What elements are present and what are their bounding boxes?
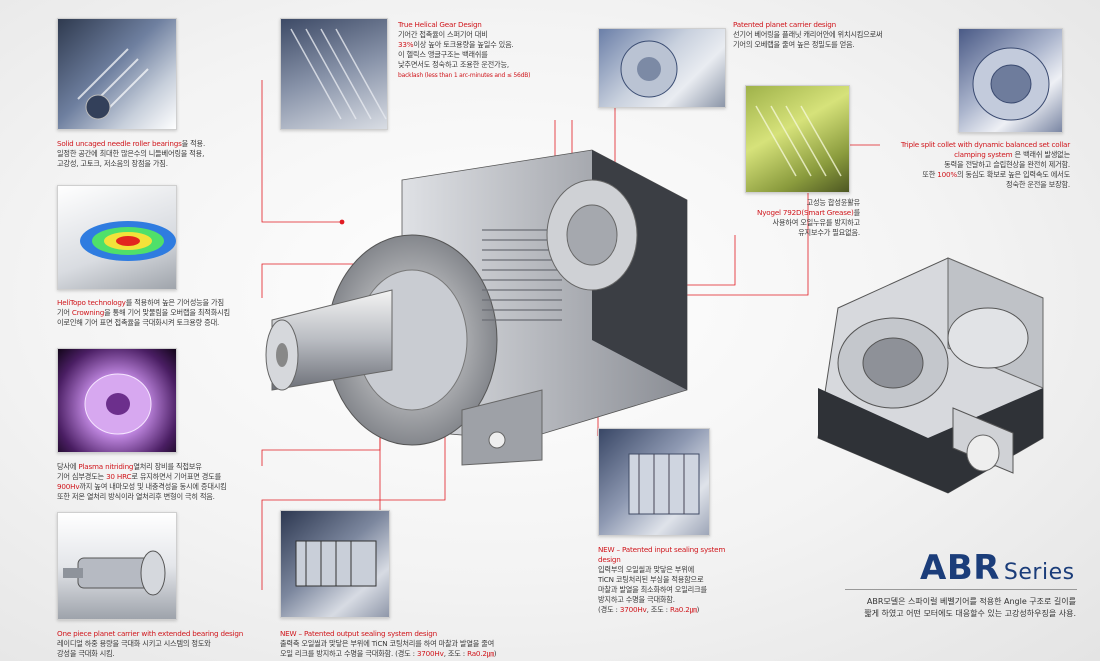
caption-line: 출력축 오일씰과 맞닿은 부위에 TiCN 코팅처리를 하여 마찰과 발열을 줄… (280, 639, 495, 648)
caption-highlight: 3700Hv (416, 649, 444, 658)
series-desc-line: ABR모델은 스파이럴 베벨기어를 적용한 Angle 구조로 길이를 (866, 597, 1076, 606)
needle-bearing-image (57, 18, 177, 130)
helitopo-caption: HeliTopo technology를 적용하여 높은 기어성능을 가짐 기어… (57, 298, 262, 328)
series-description: ABR모델은 스파이럴 베벨기어를 적용한 Angle 구조로 길이를 짧게 하… (816, 596, 1076, 620)
helitopo-title-suffix: 를 적용하여 높은 기어성능을 가짐 (125, 298, 224, 307)
split-collet-image (958, 28, 1063, 133)
caption-text: 기어 (57, 308, 72, 317)
series-word: Series (1003, 560, 1075, 585)
caption-text: 기어 심부경도는 (57, 472, 107, 481)
caption-text: 또한 (922, 170, 938, 179)
caption-line: 일정한 공간에 최대한 많은수의 니들베어링을 적용, (57, 149, 205, 158)
caption-highlight: 100% (937, 170, 957, 179)
caption-line: 유지보수가 필요없음. (798, 228, 860, 237)
caption-text: ) (493, 649, 497, 658)
caption-line: TiCN 코팅처리된 부싱을 적용함으로 (598, 575, 704, 584)
caption-line: 강성을 극대화 시킴. (57, 649, 115, 658)
caption-highlight: 33% (398, 40, 414, 49)
plasma-nitriding-image (57, 348, 177, 453)
input-seal-title: NEW – Patented input sealing system (598, 545, 726, 554)
onepiece-title: One piece planet carrier with extended b… (57, 629, 244, 638)
output-seal-image (280, 510, 390, 618)
main-gearbox-illustration (265, 149, 688, 466)
caption-line: 입력부의 오일씰과 맞닿은 부위에 (598, 565, 695, 574)
caption-line: 정숙한 운전을 보장함. (1006, 180, 1070, 189)
caption-line: 기어간 접촉율이 스퍼기어 대비 (398, 30, 488, 39)
helitopo-title: HeliTopo technology (57, 298, 126, 307)
helical-title: True Helical Gear Design (398, 20, 482, 29)
caption-text: , 조도 : (443, 649, 468, 658)
helical-gear-image (280, 18, 388, 130)
caption-highlight: 900Hv (57, 482, 80, 491)
helical-caption: True Helical Gear Design 기어간 접촉율이 스퍼기어 대… (398, 20, 538, 81)
series-name: ABR (920, 548, 1000, 588)
collet-title: Triple split collet with dynamic balance… (900, 140, 1070, 149)
caption-line: 방지하고 수명을 극대화함. (598, 595, 675, 604)
caption-text: 를 (853, 208, 861, 217)
caption-line: 낮추면서도 정숙하고 조용한 운전가능, (398, 60, 509, 69)
collet-caption: Triple split collet with dynamic balance… (890, 140, 1070, 190)
caption-highlight: Plasma nitriding (78, 462, 134, 471)
helitopo-image (57, 185, 177, 290)
caption-text: 까지 높여 내마모성 및 내충격성을 동시에 증대시킴 (79, 482, 227, 491)
caption-line: 선기어 베어링을 플래닛 캐리어안에 위치시킴으로써 (733, 30, 883, 39)
output-seal-title: NEW – Patented output sealing system des… (280, 629, 437, 638)
angle-gearbox-illustration (817, 257, 1044, 494)
caption-line: 고성능 합성윤활유 (806, 198, 861, 207)
caption-line: 이로인해 기어 표면 접촉율을 극대화시켜 토크용량 증대. (57, 318, 220, 327)
caption-line: 또한 저온 열처리 방식이라 열처리후 변형이 극히 적음. (57, 492, 215, 501)
carrier-title: Patented planet carrier design (733, 20, 836, 29)
plasma-caption: 당사에 Plasma nitriding열처리 장비를 직접보유 기어 심부경도… (57, 462, 257, 502)
caption-highlight: Crowning (71, 308, 105, 317)
caption-highlight: Ra0.2㎛ (467, 649, 494, 658)
output-seal-caption: NEW – Patented output sealing system des… (280, 629, 580, 659)
grease-caption: 고성능 합성윤활유 Nyogel 792D(Smart Grease)를 사용하… (720, 198, 860, 238)
caption-text: 오일 리크를 방지하고 수명을 극대화함. (경도 : (280, 649, 417, 658)
planet-carrier-design-image (598, 28, 726, 108)
caption-line: 레이디얼 하중 용량을 극대화 시키고 시스템의 정도와 (57, 639, 211, 648)
caption-line: 기어의 오베랩을 줄여 높은 정밀도를 얻음. (733, 40, 855, 49)
caption-highlight: 3700Hv (619, 605, 647, 614)
caption-text: (경도 : (598, 605, 620, 614)
input-seal-caption: NEW – Patented input sealing system desi… (598, 545, 748, 615)
caption-highlight: backlash (less than 1 arc-minutes and ≤ … (398, 72, 531, 79)
caption-text: ) (696, 605, 700, 614)
grease-image (745, 85, 850, 193)
caption-text: 당사에 (57, 462, 79, 471)
input-seal-image (598, 428, 710, 536)
caption-text: 의 동심도 확보로 높은 입력속도 에서도 (956, 170, 1070, 179)
input-seal-title-2: design (598, 555, 621, 564)
onepiece-caption: One piece planet carrier with extended b… (57, 629, 257, 659)
caption-highlight: Nyogel 792D(Smart Grease) (757, 208, 854, 217)
caption-line: 이 헬릭스 앵글구조는 백래쉬를 (398, 50, 488, 59)
needle-bearing-title-suffix: 을 적용. (181, 139, 206, 148)
carrier-caption: Patented planet carrier design 선기어 베어링을 … (733, 20, 893, 50)
series-divider (845, 589, 1077, 590)
caption-line: 사용하여 오일누유를 방지하고 (772, 218, 860, 227)
caption-highlight: Ra0.2㎛ (669, 605, 697, 614)
caption-text: 이상 높아 토크용량을 높일수 있음. (413, 40, 514, 49)
caption-line: 동력을 전달하고 슬립현상을 완전히 제거함. (944, 160, 1070, 169)
caption-highlight: 30 HRC (106, 472, 132, 481)
caption-line: 마찰과 발열을 최소화하여 오일리크를 (598, 585, 707, 594)
needle-bearing-title: Solid uncaged needle roller bearings (57, 139, 182, 148)
planet-carrier-image (57, 512, 177, 620)
caption-text: 로 유지하면서 기어표면 경도를 (131, 472, 221, 481)
caption-text: 은 백래쉬 발생없는 (1012, 150, 1071, 159)
caption-text: 열처리 장비를 직접보유 (133, 462, 202, 471)
caption-text: 을 통해 기어 맞물림을 오버랩을 최적화시킴 (104, 308, 230, 317)
caption-line: 고강성, 고토크, 저소음의 장점을 가짐. (57, 159, 168, 168)
collet-title-2: clamping system (954, 150, 1013, 159)
needle-bearing-caption: Solid uncaged needle roller bearings을 적용… (57, 139, 247, 169)
series-desc-line: 짧게 하였고 어떤 모터에도 대응할수 있는 고강성하우징을 사용. (864, 609, 1076, 618)
caption-text: , 조도 : (646, 605, 670, 614)
